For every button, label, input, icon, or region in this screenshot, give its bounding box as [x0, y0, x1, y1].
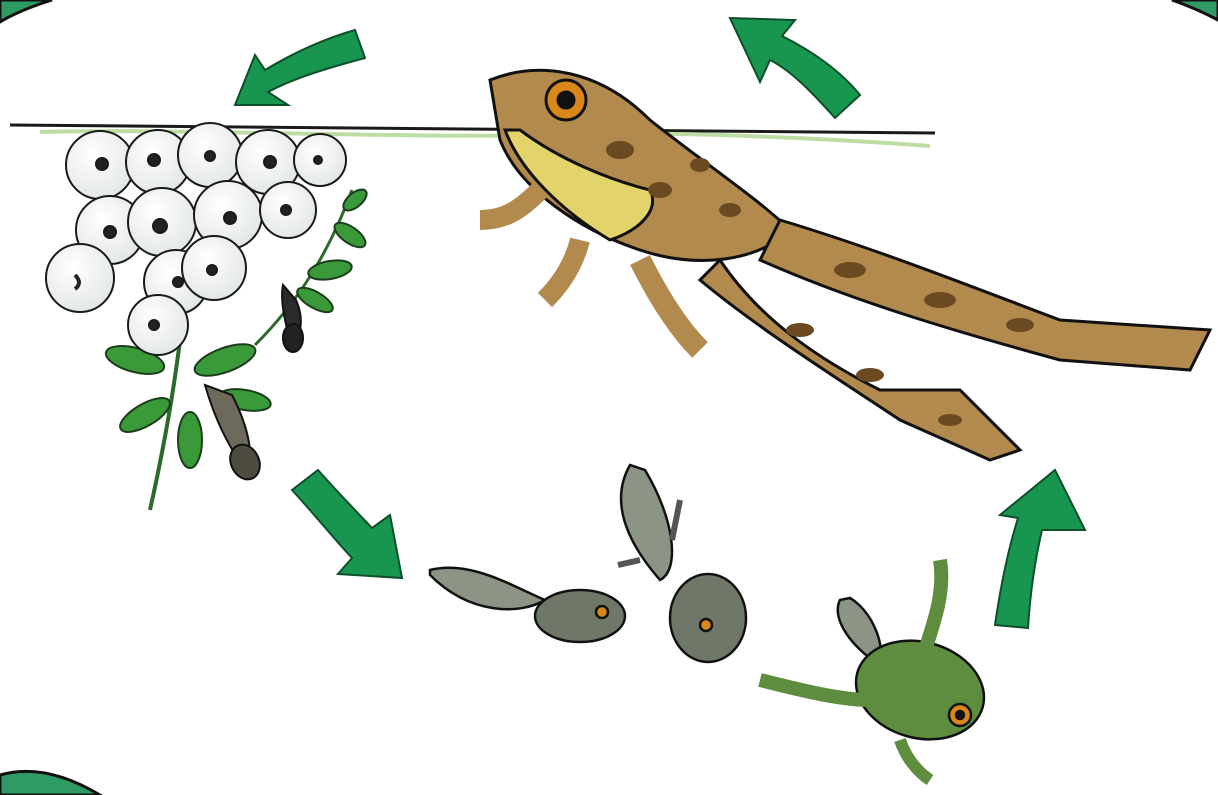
corner-decoration-top-left	[0, 0, 52, 22]
arrow-frog-upward	[730, 18, 860, 118]
arrow-to-spawn	[235, 30, 365, 105]
egg	[294, 134, 346, 186]
tadpole-icon	[430, 568, 625, 642]
tadpole-with-legs-icon	[618, 465, 746, 662]
egg	[260, 182, 316, 238]
froglet-icon	[760, 560, 995, 780]
arrow-froglet-to-frog	[995, 470, 1085, 628]
egg	[128, 188, 196, 256]
corner-decoration-top-right	[1172, 0, 1218, 20]
egg	[46, 244, 114, 312]
arrow-spawn-to-tadpole	[292, 470, 402, 578]
egg	[178, 123, 242, 187]
corner-decoration-bottom-left	[0, 771, 100, 795]
adult-frog-icon	[480, 70, 1210, 460]
egg	[66, 131, 134, 199]
egg	[182, 236, 246, 300]
egg	[128, 295, 188, 355]
